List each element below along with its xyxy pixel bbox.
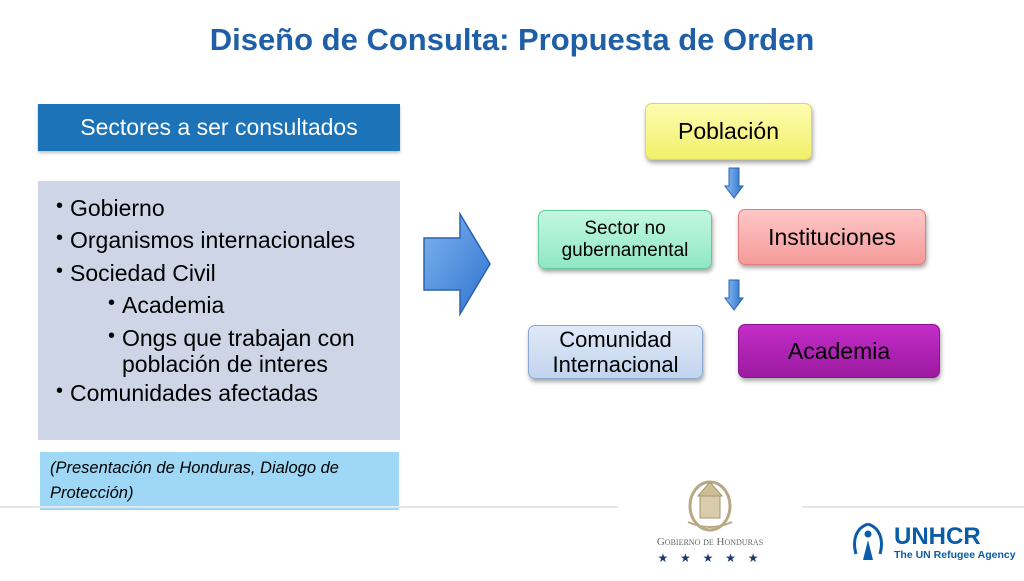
source-note: (Presentación de Honduras, Dialogo de Pr… [40,452,399,510]
flow-box-sector-no-gubernamental: Sector no gubernamental [538,210,712,269]
flow-box-poblacion: Población [645,103,812,160]
down-arrow-icon [724,279,744,311]
sectors-header: Sectores a ser consultados [38,104,400,151]
unhcr-logo: UNHCR The UN Refugee Agency [848,520,1016,564]
flow-box-academia: Academia [738,324,940,378]
svg-text:UNHCR: UNHCR [894,523,981,550]
svg-text:Gobierno de Honduras: Gobierno de Honduras [657,536,763,548]
list-item-organismos: Organismos internacionales [56,227,392,253]
flow-box-comunidad-internacional: Comunidad Internacional [528,325,703,379]
svg-text:The UN Refugee Agency: The UN Refugee Agency [894,549,1016,561]
sectors-list: Gobierno Organismos internacionales Soci… [38,181,400,406]
list-item-ongs: Ongs que trabajan con población de inter… [108,325,392,378]
coat-of-arms-icon: Gobierno de Honduras ★ ★ ★ ★ ★ [657,480,763,565]
list-item-academia: Academia [108,292,392,318]
list-item-sociedad-civil: Sociedad Civil [56,260,392,286]
footer-divider [0,506,1024,508]
gobierno-honduras-logo: Gobierno de Honduras ★ ★ ★ ★ ★ [618,470,802,576]
svg-text:★ ★ ★ ★ ★: ★ ★ ★ ★ ★ [657,551,762,565]
unhcr-emblem-icon: UNHCR The UN Refugee Agency [853,522,1016,561]
slide-title: Diseño de Consulta: Propuesta de Orden [209,22,815,57]
list-item-comunidades: Comunidades afectadas [56,380,392,406]
sectors-list-box: Gobierno Organismos internacionales Soci… [38,181,400,440]
down-arrow-icon [724,167,744,199]
right-arrow-icon [423,211,491,317]
flow-box-instituciones: Instituciones [738,209,926,265]
list-item-gobierno: Gobierno [56,195,392,221]
